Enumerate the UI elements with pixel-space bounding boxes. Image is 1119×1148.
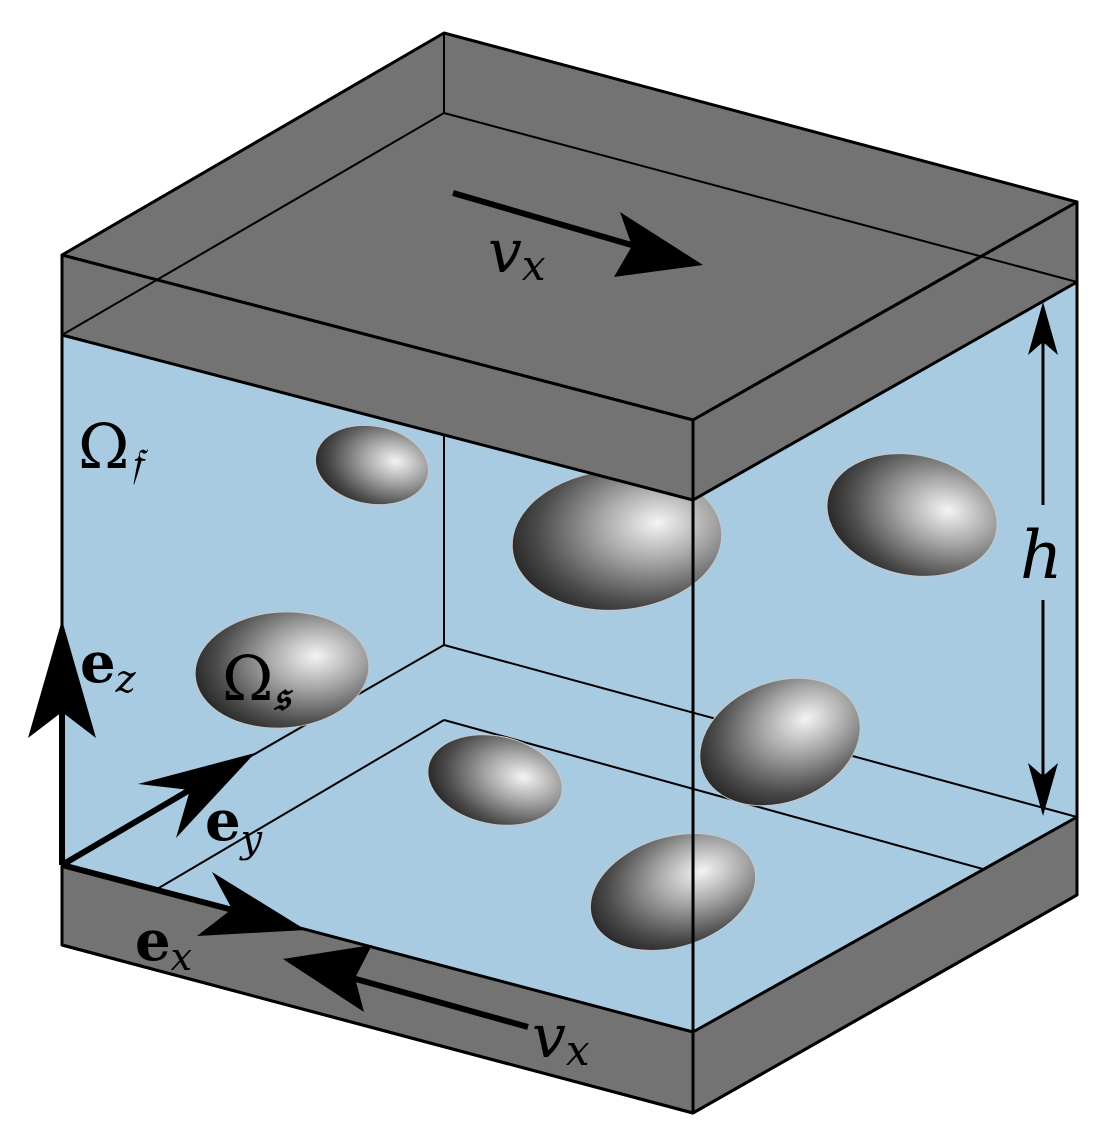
axis-y-label: ey [205,788,263,861]
bottom-velocity-arrowhead [283,945,372,1012]
axis-z-label: ez [80,630,137,701]
height-arrowhead-top [1028,302,1058,355]
top-velocity-arrow [452,190,636,249]
arrows [28,190,1058,1030]
top-velocity-label: vx [488,217,546,290]
particle-3 [826,453,998,577]
height-label: h [1020,517,1063,594]
solid-domain-label: Ω𝔰 [222,642,293,720]
particle-6 [699,677,861,807]
axis-y-arrow [60,778,207,868]
bottom-velocity-label: vx [532,1002,590,1075]
labels: vx vx Ω𝔣 Ω𝔰 h ez ey ex [78,217,1063,1075]
axis-x-label: ex [135,908,192,979]
axis-x-arrow [61,862,249,917]
axis-z-arrowhead [28,620,96,738]
axis-y-arrowhead [138,753,255,838]
fluid-right-face [693,282,1077,1032]
top-velocity-arrowhead [614,212,703,277]
bottom-velocity-arrow [344,973,529,1030]
particle-4 [194,611,370,729]
solid-particles [194,424,998,952]
particle-5 [427,734,563,826]
particle-1 [314,424,430,506]
height-arrowhead-bottom [1028,763,1058,816]
axis-x-arrowhead [197,872,306,936]
particle-7 [589,832,757,952]
